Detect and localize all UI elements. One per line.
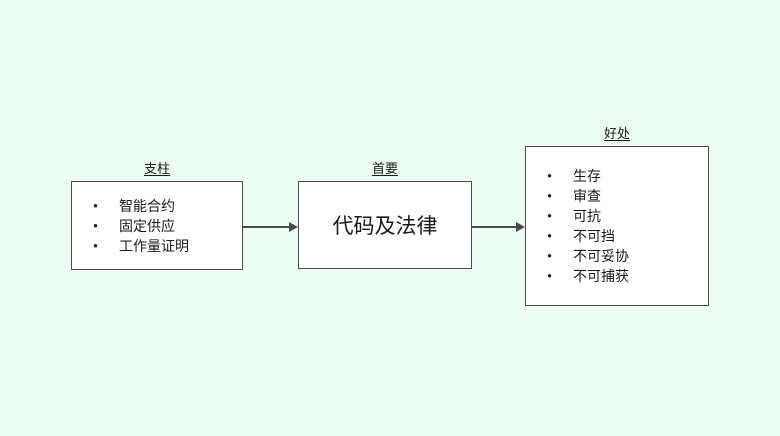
list-item-label: 生存	[573, 168, 601, 184]
list-item-label: 智能合约	[119, 197, 175, 214]
arrow-head-icon	[289, 222, 298, 232]
node-benefits-title-text: 好处	[603, 126, 630, 141]
bullet-icon: ●	[547, 191, 552, 200]
node-benefits-title: 好处	[525, 125, 709, 143]
list-item-label: 不可挡	[573, 228, 615, 244]
bullet-icon: ●	[547, 171, 552, 180]
bullet-icon: ●	[547, 251, 552, 260]
list-item: ● 生存	[543, 166, 708, 186]
list-item-label: 固定供应	[119, 217, 175, 234]
list-item: ● 不可妥协	[543, 246, 708, 266]
node-primary-title: 首要	[298, 160, 472, 178]
bullet-icon: ●	[93, 220, 98, 230]
node-primary[interactable]: 首要 代码及法律	[298, 160, 472, 269]
list-item: ● 可抗	[543, 206, 708, 226]
pillars-list: ● 智能合约 ● 固定供应 ● 工作量证明	[72, 196, 242, 256]
list-item-label: 审查	[573, 188, 601, 204]
bullet-icon: ●	[93, 240, 98, 250]
node-primary-label: 代码及法律	[332, 215, 438, 238]
node-pillars-box[interactable]: ● 智能合约 ● 固定供应 ● 工作量证明	[71, 181, 243, 270]
list-item-label: 工作量证明	[119, 237, 189, 254]
list-item-label: 不可妥协	[573, 248, 629, 264]
arrow-line	[472, 226, 516, 228]
arrow-pillars-to-primary	[243, 222, 298, 232]
arrow-primary-to-benefits	[472, 222, 525, 232]
node-primary-box[interactable]: 代码及法律	[298, 181, 472, 269]
bullet-icon: ●	[93, 200, 98, 210]
list-item: ● 不可挡	[543, 226, 708, 246]
node-benefits-box[interactable]: ● 生存 ● 审查 ● 可抗 ● 不可挡 ● 不可妥协	[525, 146, 709, 306]
list-item: ● 固定供应	[89, 216, 242, 236]
list-item: ● 审查	[543, 186, 708, 206]
list-item-label: 可抗	[573, 208, 601, 224]
bullet-icon: ●	[547, 231, 552, 240]
arrow-line	[243, 226, 289, 228]
list-item: ● 工作量证明	[89, 236, 242, 256]
node-pillars-title: 支柱	[71, 160, 243, 178]
arrow-head-icon	[516, 222, 525, 232]
list-item-label: 不可捕获	[573, 268, 629, 284]
bullet-icon: ●	[547, 271, 552, 280]
node-pillars-title-text: 支柱	[143, 161, 170, 176]
node-benefits[interactable]: 好处 ● 生存 ● 审查 ● 可抗 ● 不可挡	[525, 125, 709, 306]
list-item: ● 不可捕获	[543, 266, 708, 286]
list-item: ● 智能合约	[89, 196, 242, 216]
bullet-icon: ●	[547, 211, 552, 220]
node-primary-title-text: 首要	[371, 161, 398, 176]
benefits-list: ● 生存 ● 审查 ● 可抗 ● 不可挡 ● 不可妥协	[526, 166, 708, 286]
node-pillars[interactable]: 支柱 ● 智能合约 ● 固定供应 ● 工作量证明	[71, 160, 243, 270]
